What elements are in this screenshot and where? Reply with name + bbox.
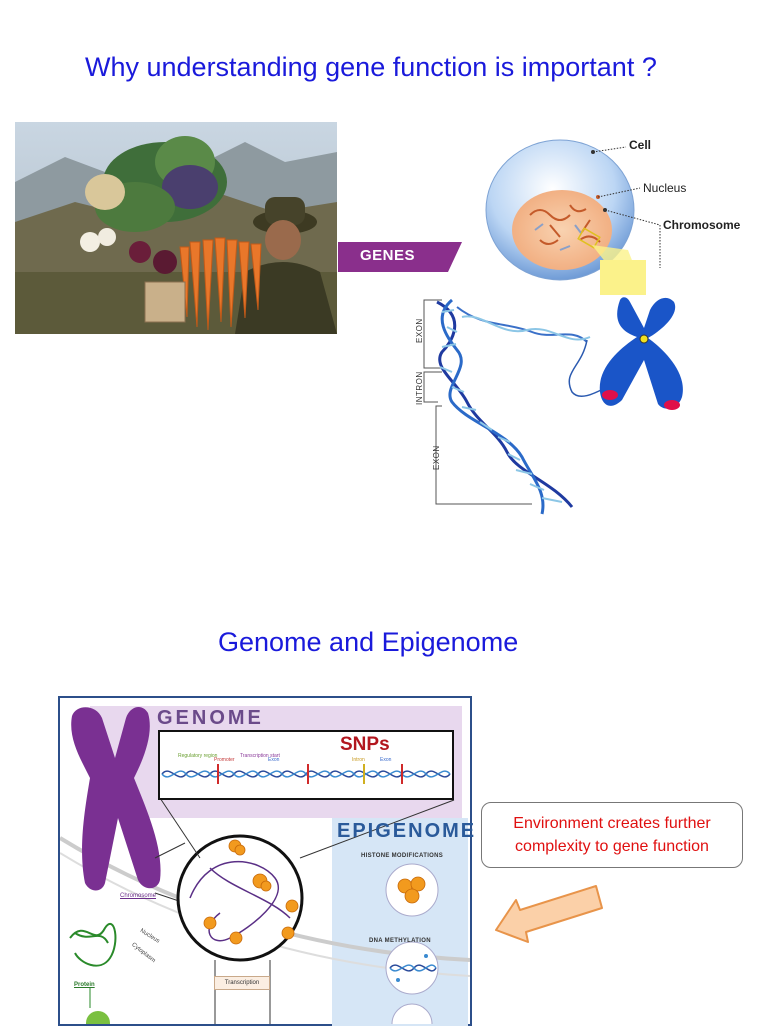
exon-b-label: Exon (380, 757, 392, 763)
exon-a-label: Exon (268, 757, 280, 763)
snps-box (158, 730, 454, 800)
regulatory-region-label: Regulatory region (178, 753, 218, 759)
protein-label: Protein (74, 982, 95, 988)
genome-heading: GENOME (157, 707, 264, 729)
dna-helix-illustration (423, 297, 683, 515)
transcription-start-label: Transcription start (240, 753, 280, 759)
callout-line-2: complexity to gene function (515, 838, 709, 855)
environment-callout-box (481, 802, 743, 868)
slide1-title: Why understanding gene function is impor… (85, 52, 657, 82)
nucleus-label: Nucleus (643, 181, 687, 195)
snps-label: SNPs (340, 734, 390, 755)
snps-dna-strand (161, 764, 451, 784)
chromosome-small-label: Chromosome (120, 893, 157, 899)
cell-illustration (485, 139, 661, 295)
slide2-title: Genome and Epigenome (218, 627, 519, 657)
genes-banner (338, 242, 462, 272)
intron-label: INTRON (415, 371, 424, 405)
genes-banner-label: GENES (360, 247, 416, 264)
exon-top-label: EXON (415, 318, 424, 343)
farmer-vegetables-photo (15, 122, 337, 334)
environment-callout-text: Environment creates further complexity t… (481, 812, 743, 858)
genome-figure-art (60, 706, 470, 1024)
cell-label: Cell (629, 138, 652, 152)
transcription-label: Transcription (214, 976, 270, 990)
callout-line-1: Environment creates further (513, 815, 711, 832)
promoter-label: Promoter (214, 757, 235, 763)
intron-b-label: Intron (352, 757, 365, 763)
exon-bottom-label: EXON (432, 445, 441, 470)
epigenome-heading: EPIGENOME (337, 820, 477, 842)
histone-modifications-label: HISTONE MODIFICATIONS (361, 853, 444, 859)
dna-methylation-label: DNA METHYLATION (369, 938, 431, 944)
chromosome-label: Chromosome (663, 218, 741, 232)
arrow-left-icon (495, 885, 603, 943)
